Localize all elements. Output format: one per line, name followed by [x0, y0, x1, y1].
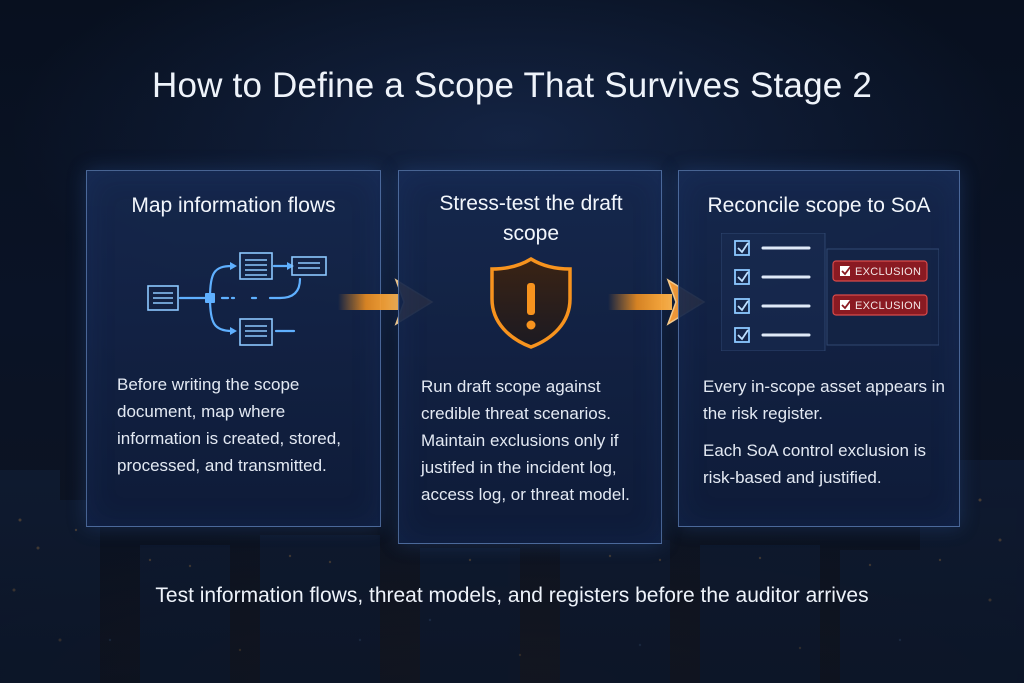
shield-warning-icon: [490, 256, 572, 349]
checklist-graphic: EXCLUSION EXCLUSION: [721, 233, 939, 351]
information-flow-diagram: [147, 252, 327, 346]
document-icon: [291, 256, 327, 276]
document-icon: [239, 252, 273, 280]
card-body: Run draft scope against credible threat …: [421, 373, 657, 508]
exclusion-badge: EXCLUSION: [832, 294, 928, 316]
exclusion-badge: EXCLUSION: [832, 260, 928, 282]
step-card-stress-test: Stress-test the draft scope Run draft sc…: [398, 170, 662, 544]
document-icon: [147, 285, 179, 311]
document-icon: [239, 318, 273, 346]
card-body-text: Run draft scope against credible threat …: [421, 377, 630, 504]
card-title: Map information flows: [131, 194, 336, 217]
step-card-reconcile-soa: Reconcile scope to SoA: [678, 170, 960, 527]
card-body-text: Before writing the scope document, map w…: [117, 375, 341, 475]
card-title: Stress-test the draft scope: [439, 192, 623, 245]
card-body-text: Every in-scope asset appears in the risk…: [703, 377, 945, 423]
card-body-text: Each SoA control exclusion is risk-based…: [703, 441, 927, 487]
checkbox-icon: [734, 240, 750, 343]
footer-caption: Test information flows, threat models, a…: [155, 584, 869, 607]
exclusion-label: EXCLUSION: [855, 300, 921, 312]
exclusion-label: EXCLUSION: [855, 266, 921, 278]
step-card-map-flows: Map information flows: [86, 170, 381, 527]
card-body: Every in-scope asset appears in the risk…: [703, 373, 955, 501]
card-title: Reconcile scope to SoA: [707, 194, 931, 217]
page-title: How to Define a Scope That Survives Stag…: [151, 66, 873, 105]
card-body: Before writing the scope document, map w…: [117, 371, 367, 489]
